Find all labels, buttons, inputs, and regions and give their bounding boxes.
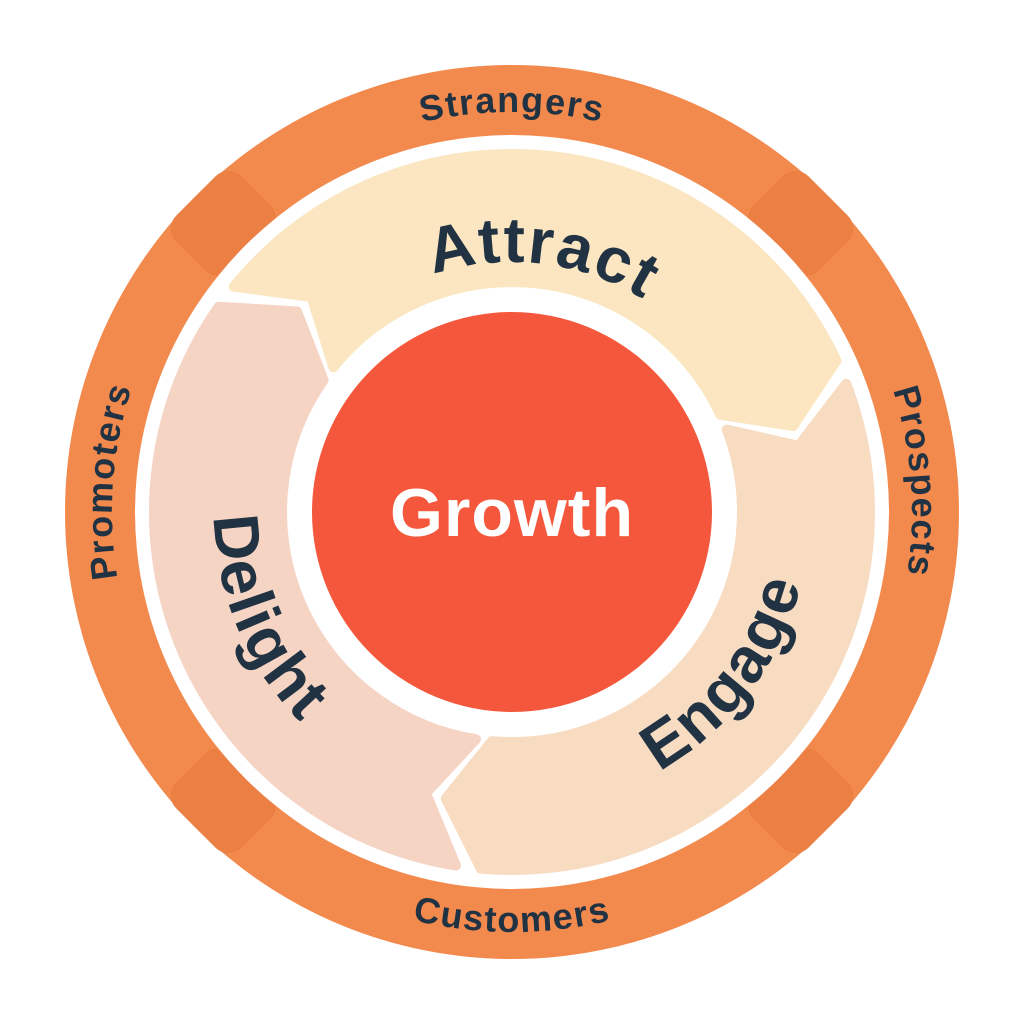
segments xyxy=(148,148,875,875)
segment-engage xyxy=(440,378,875,875)
segment-delight xyxy=(148,301,481,871)
ring-tabs xyxy=(170,170,854,854)
segment-attract xyxy=(228,148,842,431)
growth-circle xyxy=(312,312,712,712)
center-label: Growth xyxy=(390,475,634,551)
